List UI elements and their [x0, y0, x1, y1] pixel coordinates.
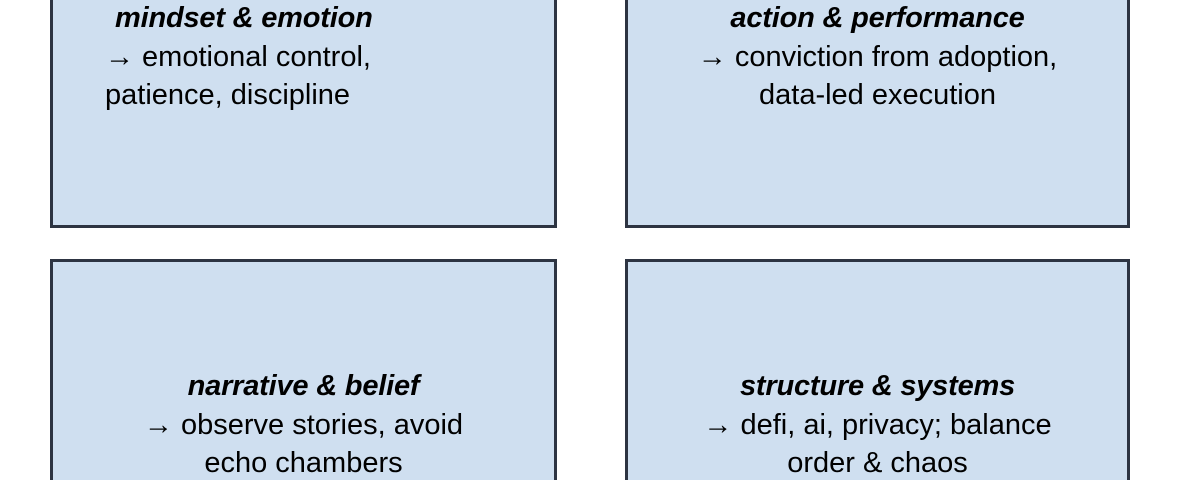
quadrant-narrative-belief[interactable]: narrative & belief → observe stories, av… — [50, 259, 557, 480]
quadrant-content: mindset & emotion → emotional control, p… — [53, 0, 554, 114]
quadrant-content: action & performance → conviction from a… — [628, 0, 1127, 114]
quadrant-title: narrative & belief — [187, 370, 420, 402]
quadrant-title: mindset & emotion — [115, 2, 373, 34]
quadrant-description: → observe stories, avoid echo chambers — [143, 409, 464, 479]
quadrant-description: → conviction from adoption, data-led exe… — [697, 41, 1058, 111]
quadrant-content: narrative & belief → observe stories, av… — [53, 262, 554, 480]
quadrant-description: → emotional control, patience, disciplin… — [105, 41, 371, 111]
quadrant-action-performance[interactable]: action & performance → conviction from a… — [625, 0, 1130, 228]
quadrant-structure-systems[interactable]: structure & systems → defi, ai, privacy;… — [625, 259, 1130, 480]
quadrant-content: structure & systems → defi, ai, privacy;… — [628, 262, 1127, 480]
quadrant-title: action & performance — [730, 2, 1025, 34]
quadrant-title: structure & systems — [739, 370, 1016, 402]
quadrant-description: → defi, ai, privacy; balance order & cha… — [703, 409, 1052, 479]
quadrant-mindset-emotion[interactable]: mindset & emotion → emotional control, p… — [50, 0, 557, 228]
